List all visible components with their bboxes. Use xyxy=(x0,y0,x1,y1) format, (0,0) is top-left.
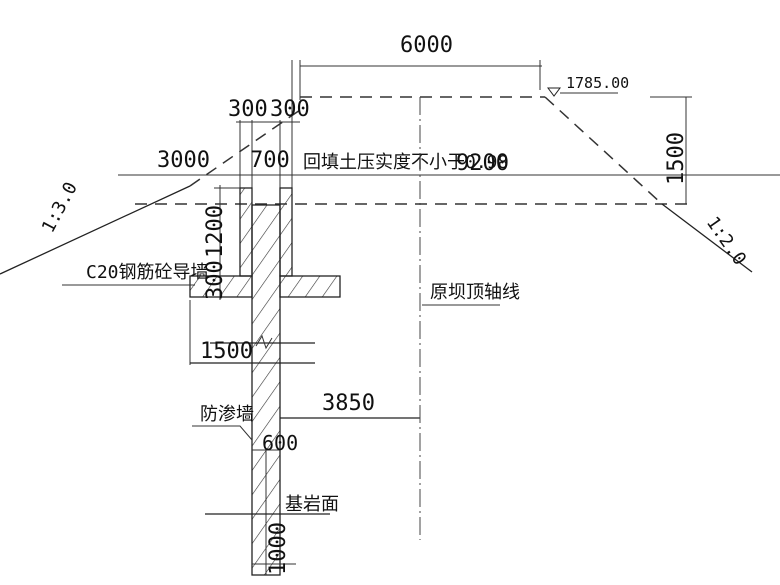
embed-depth-label: 1000 xyxy=(266,522,291,575)
elevation-label: 1785.00 xyxy=(566,74,629,92)
guide-wall-label: C20钢筋砼导墙 xyxy=(86,262,209,283)
elevation-triangle-icon xyxy=(547,87,561,97)
cutoff-wall-label: 防渗墙 xyxy=(200,404,254,425)
guide-wall-callout: C20钢筋砼导墙 xyxy=(62,262,209,286)
depth-break-dimension: 1500 xyxy=(189,300,315,365)
left-slope-label: 1:3.0 xyxy=(38,179,82,237)
left-slope-line xyxy=(0,185,191,275)
bedrock-callout: 基岩面 xyxy=(205,494,339,515)
slope-offset-label: 3000 xyxy=(157,148,210,173)
guide-wall-height-dimension: 1200 300 xyxy=(203,185,240,300)
slab-thickness-label: 300 xyxy=(203,260,228,300)
right-slope-label: 1:2.0 xyxy=(702,213,750,269)
depth-break-label: 1500 xyxy=(200,339,253,364)
compaction-dim-label: 9200 xyxy=(456,151,509,176)
bedrock-label: 基岩面 xyxy=(285,494,339,515)
right-slope-dashed xyxy=(544,96,663,205)
guide-wall xyxy=(189,187,341,298)
elevation-marker: 1785.00 xyxy=(547,74,629,97)
embed-depth-dimension: 1000 xyxy=(252,522,296,575)
cutoff-wall-callout: 防渗墙 600 xyxy=(192,404,298,455)
guide-wall-height-label: 1200 xyxy=(203,205,228,258)
original-axis-label: 原坝顶轴线 xyxy=(430,282,520,303)
wall-thickness-label: 600 xyxy=(262,431,298,455)
axis-offset-label: 3850 xyxy=(322,391,375,416)
horizontal-dimension-line: 3000 700 300 300 回填土压实度不小于0.98 9200 xyxy=(118,60,780,190)
right-slope-line xyxy=(661,203,753,273)
wall-left-label: 300 xyxy=(228,97,268,122)
left-slope-dashed xyxy=(189,109,301,187)
axis-offset-dimension: 3850 xyxy=(280,391,420,419)
compaction-note: 回填土压实度不小于0.98 xyxy=(303,152,508,173)
crest-height-label: 1500 xyxy=(664,132,689,185)
inner-width-label: 700 xyxy=(250,148,290,173)
crest-height-dimension: 1500 xyxy=(650,96,692,204)
crest-width-dimension: 6000 xyxy=(299,33,542,100)
crest-width-label: 6000 xyxy=(400,33,453,58)
wall-right-label: 300 xyxy=(270,97,310,122)
